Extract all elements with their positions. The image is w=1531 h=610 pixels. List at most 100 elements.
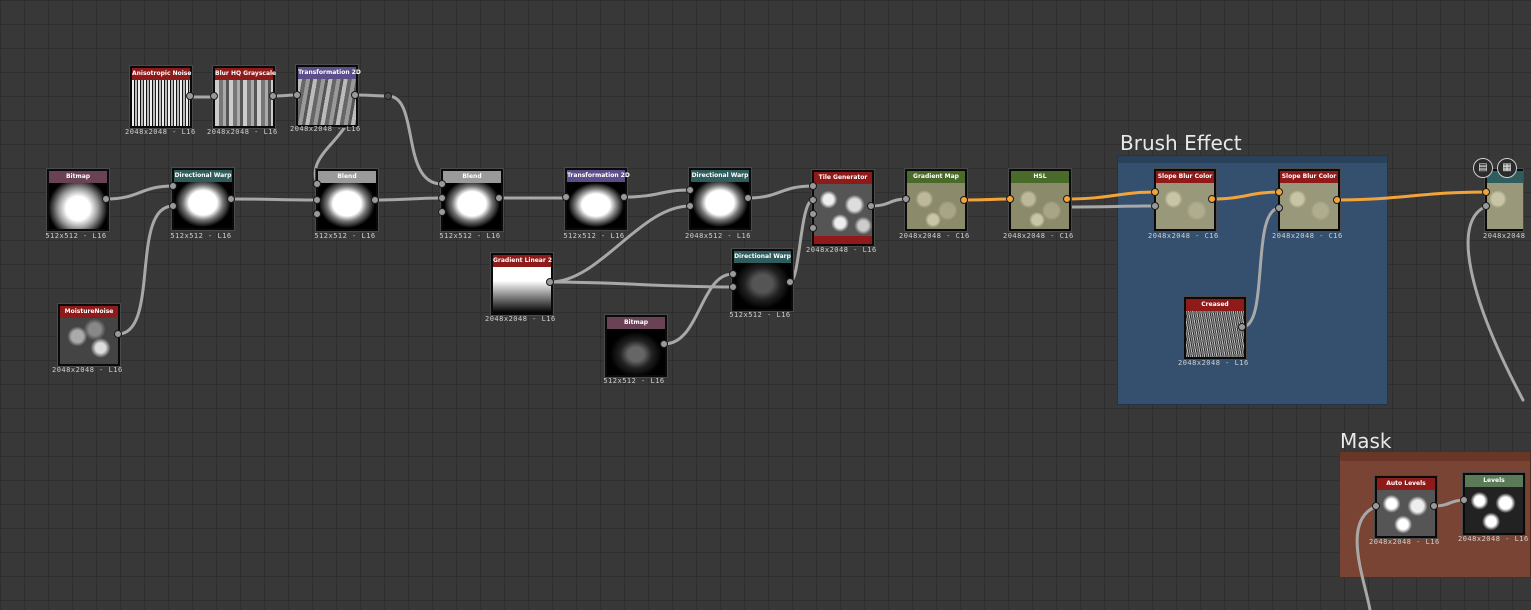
input-port[interactable] <box>809 182 817 190</box>
node-blur-hq-grayscale[interactable]: Blur HQ Grayscale <box>213 66 276 128</box>
output-port[interactable] <box>1238 323 1246 331</box>
input-port[interactable] <box>902 195 910 203</box>
input-port[interactable] <box>562 193 570 201</box>
output-port[interactable] <box>744 194 752 202</box>
output-port[interactable] <box>1333 196 1341 204</box>
output-port[interactable] <box>867 202 875 210</box>
node-title: Gradient Linear 2 <box>493 255 552 267</box>
output-port[interactable] <box>269 92 277 100</box>
wire <box>1065 204 1158 209</box>
node-footer: 2048x2048 - C16 <box>899 232 970 240</box>
input-port[interactable] <box>1372 502 1380 510</box>
wire <box>662 272 735 346</box>
output-port[interactable] <box>660 340 668 348</box>
thumbnail <box>1011 183 1069 229</box>
node-moisture-noise[interactable]: MoistureNoise <box>58 304 120 366</box>
node-gradient-linear-2[interactable]: Gradient Linear 2 <box>491 253 553 315</box>
reroute-dot[interactable] <box>384 92 392 100</box>
node-footer: 512x512 - L16 <box>314 232 376 240</box>
output-port[interactable] <box>227 195 235 203</box>
input-port[interactable] <box>210 92 218 100</box>
node-footer: 2048x2048 - C16 <box>1003 232 1074 240</box>
thumbnail <box>49 183 107 229</box>
output-port[interactable] <box>786 278 794 286</box>
input-port[interactable] <box>1151 202 1159 210</box>
node-directional-warp-2[interactable]: Directional Warp <box>689 168 751 230</box>
input-port[interactable] <box>1275 204 1283 212</box>
thumbnail <box>814 184 872 236</box>
input-port[interactable] <box>1460 496 1468 504</box>
node-directional-warp-3[interactable]: Directional Warp <box>732 249 793 311</box>
wire <box>386 94 444 186</box>
input-port[interactable] <box>729 270 737 278</box>
node-blend-2[interactable]: Blend <box>441 169 503 231</box>
input-port[interactable] <box>1275 188 1283 196</box>
input-port[interactable] <box>1006 195 1014 203</box>
input-port[interactable] <box>438 194 446 202</box>
node-bitmap-2[interactable]: Bitmap <box>605 315 667 377</box>
input-port[interactable] <box>1151 188 1159 196</box>
input-port[interactable] <box>169 182 177 190</box>
node-transformation-2d-mid[interactable]: Transformation 2D <box>565 168 630 230</box>
node-transformation-2d-top[interactable]: Transformation 2D <box>296 65 361 127</box>
node-slope-blur-color-2[interactable]: Slope Blur Color <box>1278 169 1340 231</box>
node-partial[interactable] <box>1485 169 1523 231</box>
input-port[interactable] <box>686 202 694 210</box>
output-port[interactable] <box>351 91 359 99</box>
input-port[interactable] <box>809 224 817 232</box>
input-port[interactable] <box>313 210 321 218</box>
node-title: Creased <box>1186 299 1244 311</box>
thumbnail <box>215 80 273 126</box>
node-directional-warp-1[interactable]: Directional Warp <box>172 168 234 230</box>
document-icon[interactable]: ▤ <box>1473 158 1493 178</box>
checker-icon[interactable]: ▦ <box>1497 158 1517 178</box>
input-port[interactable] <box>809 196 817 204</box>
output-port[interactable] <box>1208 195 1216 203</box>
input-port[interactable] <box>169 202 177 210</box>
node-gradient-map[interactable]: Gradient Map <box>905 169 967 231</box>
wire <box>372 196 444 202</box>
node-title: Directional Warp <box>691 170 749 182</box>
output-port[interactable] <box>620 193 628 201</box>
output-port[interactable] <box>1063 195 1071 203</box>
wire <box>746 184 815 200</box>
node-title: Levels <box>1465 475 1523 487</box>
node-hsl[interactable]: HSL <box>1009 169 1071 231</box>
node-levels[interactable]: Levels <box>1463 473 1525 535</box>
output-port[interactable] <box>960 196 968 204</box>
node-creased[interactable]: Creased <box>1184 297 1246 359</box>
thumbnail <box>1487 183 1523 229</box>
node-title: Slope Blur Color <box>1280 171 1338 183</box>
node-footer: 2048x2048 - C16 <box>1272 232 1343 240</box>
node-title: Directional Warp <box>174 170 232 182</box>
input-port[interactable] <box>438 180 446 188</box>
input-port[interactable] <box>1482 188 1490 196</box>
node-slope-blur-color-1[interactable]: Slope Blur Color <box>1154 169 1216 231</box>
input-port[interactable] <box>686 186 694 194</box>
output-port[interactable] <box>371 196 379 204</box>
input-port[interactable] <box>313 196 321 204</box>
node-blend-1[interactable]: Blend <box>316 169 378 231</box>
node-footer: 2048x512 - L16 <box>684 232 751 240</box>
node-footer: 512x512 - L16 <box>439 232 501 240</box>
input-port[interactable] <box>438 208 446 216</box>
output-port[interactable] <box>102 195 110 203</box>
input-port[interactable] <box>809 210 817 218</box>
node-tile-generator[interactable]: Tile Generator <box>812 170 874 246</box>
input-port[interactable] <box>1482 202 1490 210</box>
output-port[interactable] <box>114 330 122 338</box>
output-port[interactable] <box>495 194 503 202</box>
node-anisotropic-noise[interactable]: Anisotropic Noise <box>130 66 192 128</box>
thumbnail <box>907 183 965 229</box>
node-bitmap-1[interactable]: Bitmap <box>47 169 109 231</box>
node-auto-levels[interactable]: Auto Levels <box>1375 476 1437 538</box>
output-port[interactable] <box>1430 502 1438 510</box>
output-port[interactable] <box>186 92 194 100</box>
thumbnail <box>1465 487 1523 533</box>
input-port[interactable] <box>313 180 321 188</box>
node-title: Slope Blur Color <box>1156 171 1214 183</box>
input-port[interactable] <box>729 283 737 291</box>
output-port[interactable] <box>546 278 554 286</box>
input-port[interactable] <box>293 91 301 99</box>
node-title: Bitmap <box>49 171 107 183</box>
